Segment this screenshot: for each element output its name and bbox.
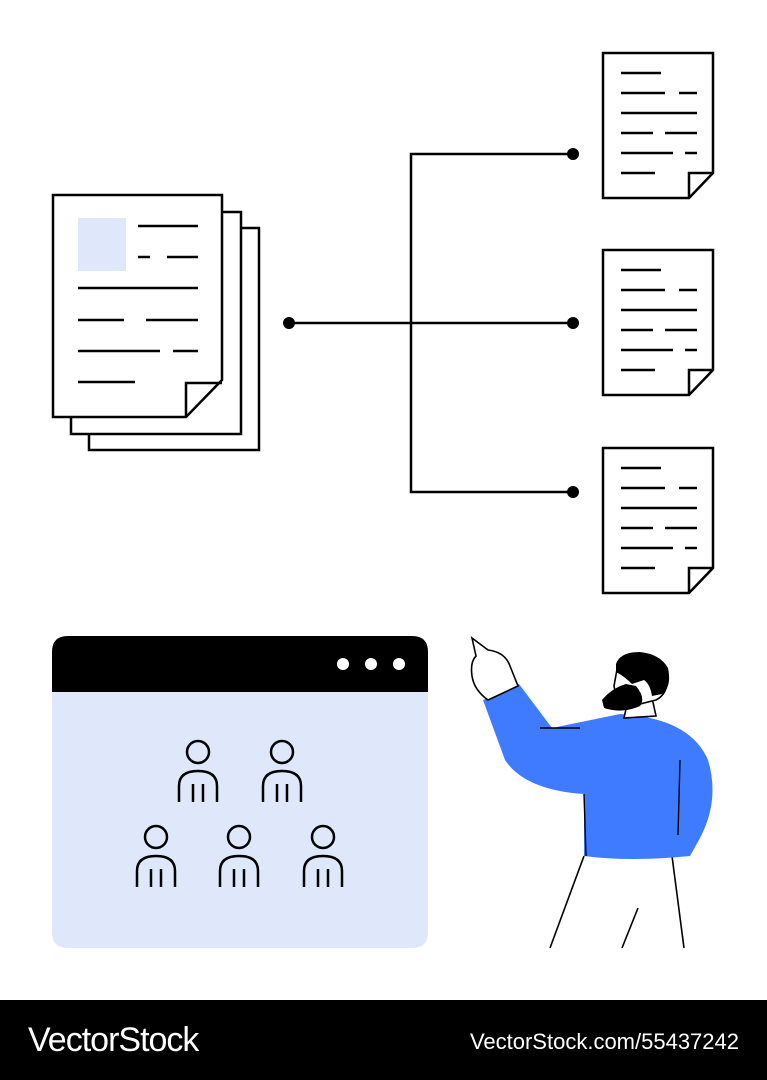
illustration-canvas <box>51 51 715 949</box>
connector-tree <box>289 152 573 494</box>
document-icon <box>601 51 715 200</box>
window-dot-icon <box>337 658 349 670</box>
image-placeholder <box>78 218 126 271</box>
image-reference: VectorStock.com/55437242 <box>469 1029 739 1054</box>
browser-window-icon <box>52 636 428 948</box>
document-icon <box>601 446 715 595</box>
person-icon <box>302 824 344 887</box>
person-icon <box>218 824 260 887</box>
window-dot-icon <box>393 658 405 670</box>
document-stack-icon <box>51 193 261 452</box>
beard <box>602 684 643 711</box>
document-icon <box>601 248 715 397</box>
person-icon <box>135 824 177 887</box>
person-pointing-illustration <box>470 636 713 949</box>
window-dot-icon <box>365 658 377 670</box>
people-group <box>135 739 344 887</box>
brand-name: VectorStock <box>28 1021 199 1059</box>
watermark-footer: VectorStock VectorStock.com/55437242 <box>0 1000 767 1080</box>
pointing-hand <box>470 636 520 701</box>
person-icon <box>177 739 219 802</box>
window-titlebar <box>52 636 428 692</box>
legs <box>549 855 685 949</box>
hair <box>616 652 670 696</box>
person-icon <box>261 739 303 802</box>
connector-nodes <box>283 148 579 498</box>
